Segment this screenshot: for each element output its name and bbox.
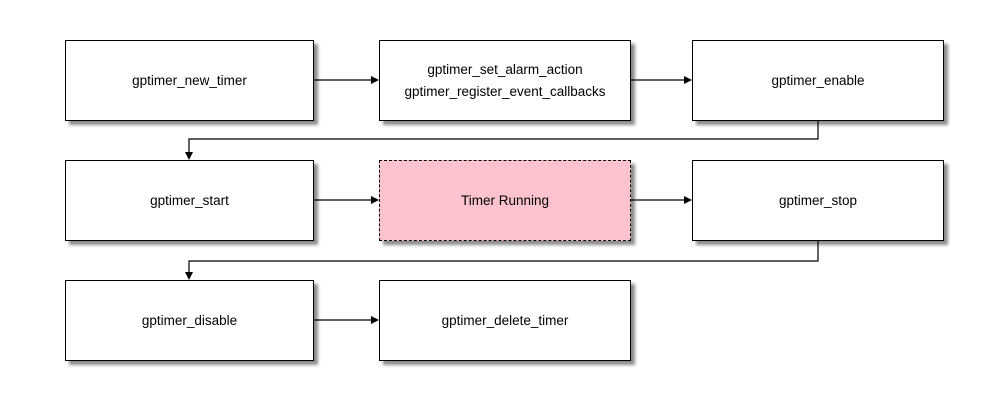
- node-label: gptimer_new_timer: [132, 72, 247, 88]
- node-timer-running: Timer Running: [379, 160, 631, 241]
- arrow-enable-to-start: [185, 121, 819, 160]
- arrow-stop-to-disable: [185, 241, 819, 280]
- node-gptimer-delete-timer: gptimer_delete_timer: [379, 280, 631, 361]
- node-label: gptimer_delete_timer: [441, 312, 569, 328]
- node-label: gptimer_disable: [141, 312, 238, 328]
- node-gptimer-disable: gptimer_disable: [65, 280, 314, 361]
- node-gptimer-new-timer: gptimer_new_timer: [65, 40, 314, 121]
- node-label: gptimer_enable: [771, 72, 865, 88]
- node-label-line1: gptimer_set_alarm_action: [427, 61, 583, 77]
- node-label-line2: gptimer_register_event_callbacks: [404, 83, 606, 99]
- node-label: Timer Running: [460, 192, 550, 208]
- node-label: gptimer_start: [150, 192, 229, 208]
- node-label: gptimer_stop: [778, 192, 858, 208]
- node-gptimer-stop: gptimer_stop: [692, 160, 944, 241]
- node-gptimer-setup: gptimer_set_alarm_action gptimer_registe…: [379, 40, 631, 121]
- node-gptimer-start: gptimer_start: [65, 160, 314, 241]
- node-gptimer-enable: gptimer_enable: [692, 40, 944, 121]
